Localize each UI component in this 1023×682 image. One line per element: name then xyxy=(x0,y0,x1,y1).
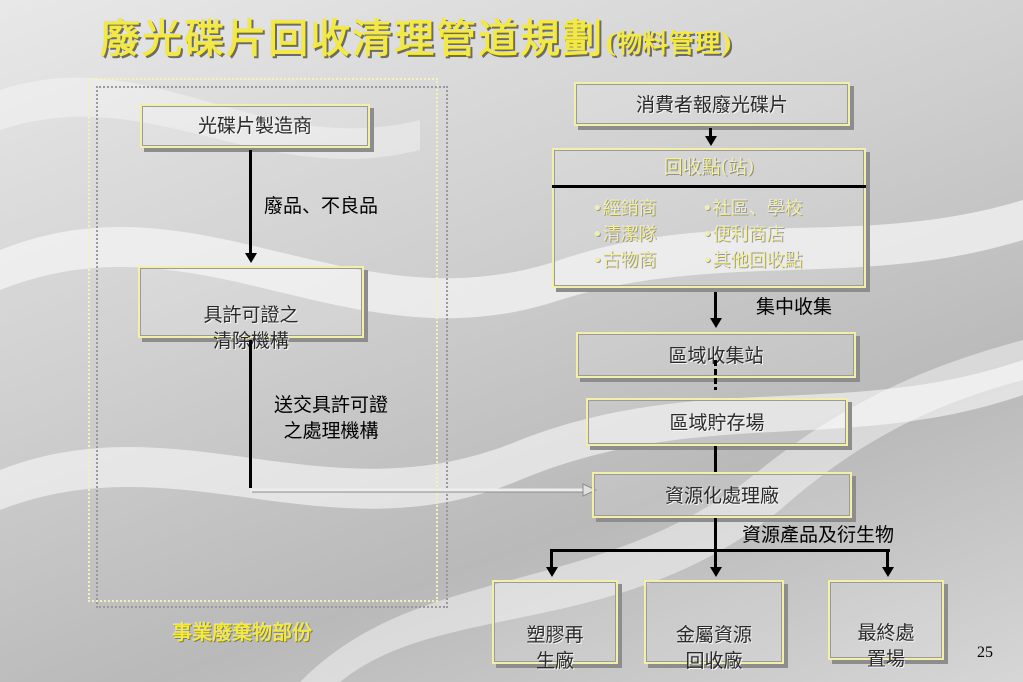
plastic-plant-box: 塑膠再 生廠 xyxy=(492,580,618,672)
branch-horizontal-line xyxy=(550,549,890,552)
licensed-org-box: 具許可證之 清除機構 xyxy=(138,266,364,352)
deliver-arrow xyxy=(250,483,598,497)
business-waste-footer: 事業廢棄物部份 xyxy=(172,620,312,644)
branch-middle-arrow xyxy=(710,567,722,577)
centralized-arrow-line xyxy=(714,292,717,320)
title-main: 廢光碟片回收清理管道規劃 xyxy=(100,15,604,62)
site-dealer: •經銷商 xyxy=(592,198,657,219)
plastic-plant-label: 塑膠再 生廠 xyxy=(526,624,584,672)
station-to-storage-line xyxy=(714,360,717,390)
products-label: 資源產品及衍生物 xyxy=(742,524,895,546)
collection-point-title: 回收點(站) xyxy=(663,156,755,178)
branch-right-arrow xyxy=(882,567,894,577)
deliver-line-vertical xyxy=(249,340,252,488)
site-other-points: •其他回收點 xyxy=(702,250,803,271)
regional-storage-label: 區域貯存場 xyxy=(669,412,765,434)
site-antique-dealer: •古物商 xyxy=(592,250,657,271)
metal-plant-label: 金屬資源 回收廠 xyxy=(675,624,752,672)
manufacturer-label: 光碟片製造商 xyxy=(197,115,312,137)
defect-label: 廢品、不良品 xyxy=(264,195,379,217)
collection-sites-col1: •經銷商 •清潔隊 •古物商 xyxy=(592,196,657,274)
metal-plant-box: 金屬資源 回收廠 xyxy=(644,580,784,672)
recycling-plant-box: 資源化處理廠 xyxy=(592,472,852,518)
consumer-arrow-head xyxy=(705,136,717,146)
storage-to-plant-line xyxy=(714,446,717,472)
manufacturer-box: 光碟片製造商 xyxy=(140,104,370,148)
page-title: 廢光碟片回收清理管道規劃(物料管理) xyxy=(100,6,1000,66)
page-number: 25 xyxy=(977,644,993,661)
business-waste-frame xyxy=(88,78,438,602)
branch-left-arrow xyxy=(546,567,558,577)
collection-point-box: 回收點(站) xyxy=(552,148,866,288)
regional-station-label: 區域收集站 xyxy=(668,345,764,367)
final-disposal-box: 最終處 置場 xyxy=(828,580,944,670)
final-disposal-label: 最終處 置場 xyxy=(857,622,915,670)
site-cleaning-team: •清潔隊 xyxy=(592,224,657,245)
regional-storage-box: 區域貯存場 xyxy=(586,398,848,446)
recycling-plant-label: 資源化處理廠 xyxy=(664,485,779,507)
branch-right-line xyxy=(886,549,889,569)
collection-point-divider xyxy=(552,185,866,188)
branch-middle-line xyxy=(714,549,717,569)
consumer-arrow-line xyxy=(709,128,712,138)
consumer-box: 消費者報廢光碟片 xyxy=(574,82,850,126)
defect-arrow-head xyxy=(245,253,257,263)
collection-sites-col2: •社區、學校 •便利商店 •其他回收點 xyxy=(702,196,803,274)
site-convenience-store: •便利商店 xyxy=(702,224,785,245)
business-waste-frame-shadow xyxy=(96,86,448,608)
deliver-label: 送交具許可證 之處理機構 xyxy=(274,394,389,442)
title-sub: (物料管理) xyxy=(604,29,733,59)
plant-to-branch-line xyxy=(714,518,717,554)
consumer-label: 消費者報廢光碟片 xyxy=(635,94,788,116)
site-community-school: •社區、學校 xyxy=(702,198,803,219)
defect-arrow-line xyxy=(249,150,252,255)
centralized-label: 集中收集 xyxy=(756,296,833,318)
branch-left-line xyxy=(550,549,553,569)
centralized-arrow-head xyxy=(710,318,722,328)
